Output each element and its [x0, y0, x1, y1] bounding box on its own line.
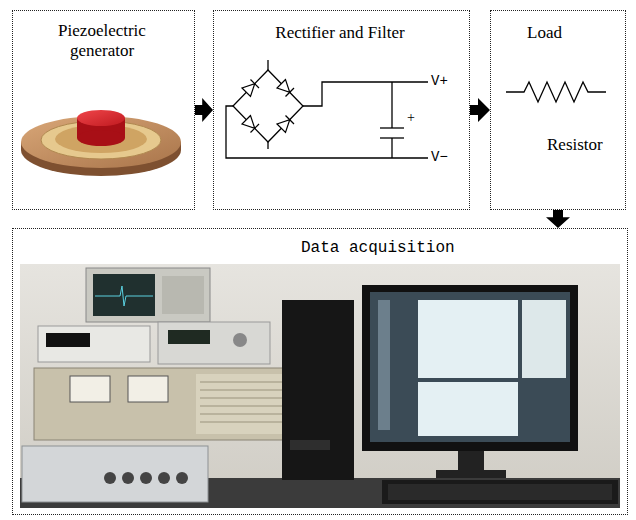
lab-photo-part: [158, 472, 170, 484]
block-title: Load: [527, 23, 562, 43]
lab-photo-part: [158, 322, 270, 364]
signal-name: V+: [431, 73, 448, 90]
lab-photo-part: [233, 333, 247, 347]
lab-photo-part: [370, 292, 570, 442]
diode-symbol-part-part: [286, 88, 294, 96]
diode-symbol-part-part: [242, 116, 259, 133]
lab-photo-part: [95, 286, 153, 306]
lab-photo-part: [388, 484, 612, 500]
diode-symbol-part: [277, 80, 294, 97]
block-title: Rectifier and Filter: [214, 23, 466, 43]
piezo-disc-part: [77, 110, 125, 126]
rectifier-circuit-part: [303, 82, 428, 106]
lab-photo-part: [418, 300, 518, 378]
lab-photo-part: [378, 300, 390, 430]
lab-photo-part: [176, 472, 188, 484]
rectifier-circuit-part: [391, 138, 392, 158]
lab-photo-part-part: [200, 382, 286, 383]
lab-photo-part-part: [200, 398, 286, 399]
resistor-symbol-part: [506, 82, 606, 102]
rectifier-circuit-part: [391, 82, 392, 128]
lab-photo-part: [282, 300, 354, 480]
lab-photo-part: [34, 368, 296, 440]
piezo-disc-part: [77, 130, 125, 146]
diode-symbol-part-part: [251, 124, 259, 132]
lab-photo-part: [522, 300, 566, 378]
resistor-symbol: [506, 82, 606, 102]
flow-arrow: [470, 98, 490, 122]
lab-photo-part: [436, 470, 506, 478]
lab-photo-part: [128, 376, 168, 402]
block-title: Data acquisition: [301, 239, 455, 258]
diode-symbol-part-part: [251, 80, 259, 88]
lab-photo-part: [104, 472, 116, 484]
acquisition-box: Data acquisition: [12, 228, 628, 515]
part-name: Resistor: [547, 135, 603, 155]
generator-box: Piezoelectric generator: [12, 10, 195, 210]
signal-name: V−: [431, 149, 448, 166]
rectifier-circuit-part: [267, 60, 268, 70]
lab-photo-part: [458, 451, 484, 471]
lab-photo-part: [86, 268, 210, 322]
lab-photo-part: [382, 480, 618, 504]
diode-symbol-part-part: [286, 116, 294, 124]
lab-photo-part: [362, 285, 578, 451]
lab-photo-part: [20, 264, 620, 508]
lab-photo-part-part: [200, 414, 286, 415]
block-title: Piezoelectric generator: [13, 21, 191, 62]
rectifier-circuit: [226, 60, 428, 158]
diode-symbol-part-part: [242, 80, 259, 97]
diode-symbol: [242, 80, 294, 133]
load-box: LoadResistor: [490, 10, 626, 210]
diode-symbol-part: [277, 116, 294, 133]
lab-photo-part: [200, 382, 286, 422]
lab-photo-part: [140, 472, 152, 484]
diode-symbol-part-part: [277, 80, 294, 97]
lab-photo: [20, 264, 620, 508]
lab-photo-part-part: [200, 422, 286, 423]
piezo-disc: [21, 110, 181, 176]
lab-photo-part: [196, 374, 290, 434]
rectifier-box: Rectifier and Filter: [213, 10, 470, 210]
lab-photo-part: [93, 274, 155, 316]
rectifier-circuit-part: [267, 142, 268, 149]
lab-photo-part: [38, 326, 150, 362]
rectifier-circuit-part: [233, 70, 303, 142]
flow-arrow: [546, 210, 570, 228]
flow-arrow: [195, 98, 213, 122]
diode-symbol-part-part: [277, 116, 294, 133]
rectifier-circuit-part: [226, 106, 428, 158]
lab-photo-part-part: [200, 406, 286, 407]
lab-photo-part-part: [200, 390, 286, 391]
polarity-mark: +: [407, 110, 415, 127]
lab-photo-part: [290, 440, 330, 450]
lab-photo-part: [46, 333, 90, 347]
rectifier-circuit-part: [380, 127, 404, 128]
lab-photo-part: [418, 382, 518, 436]
lab-photo-part: [70, 376, 110, 402]
lab-photo-part: [122, 472, 134, 484]
lab-photo-part: [22, 446, 208, 502]
lab-photo-part: [162, 276, 204, 314]
diode-symbol-part: [242, 116, 259, 133]
diode-symbol-part: [242, 80, 259, 97]
lab-photo-part: [168, 330, 210, 344]
